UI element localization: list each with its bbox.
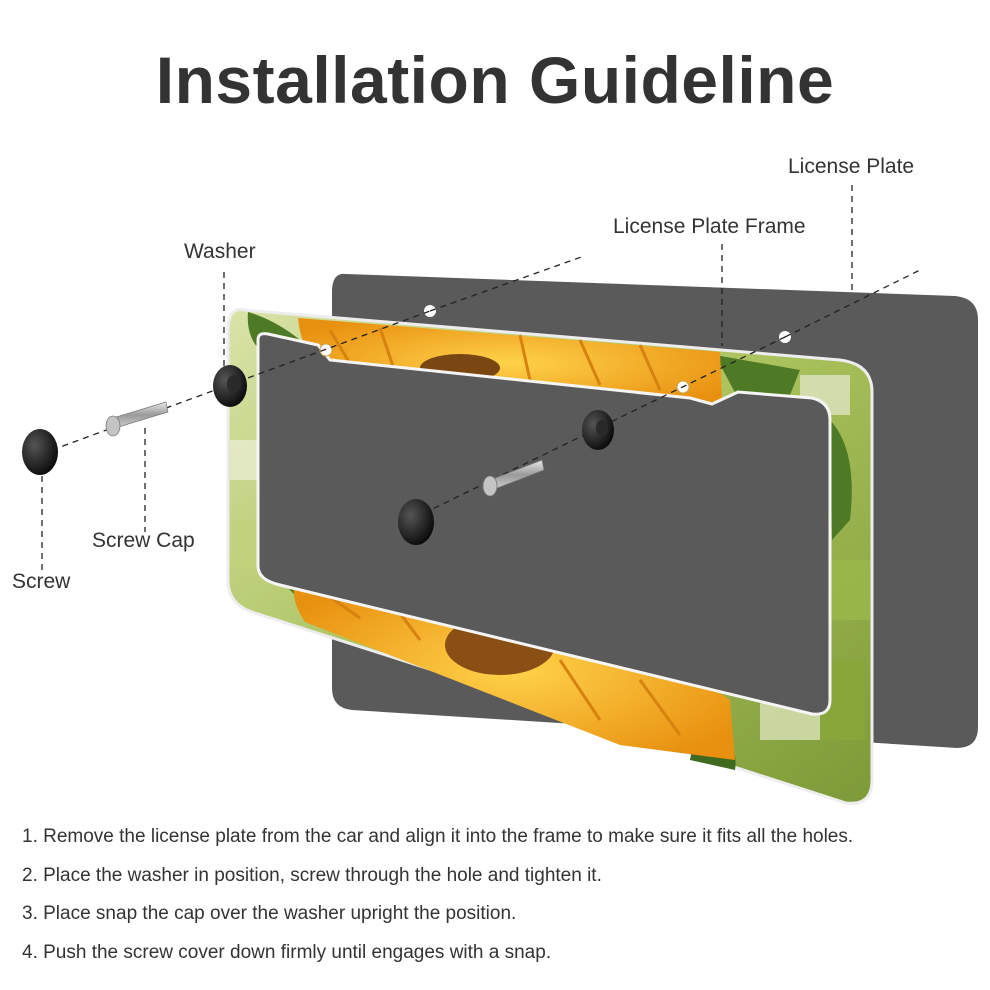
step-1: 1. Remove the license plate from the car… <box>22 826 854 847</box>
page-title: Installation Guideline <box>155 43 835 117</box>
label-washer: Washer <box>184 240 256 263</box>
right-hardware <box>398 410 614 545</box>
license-plate-frame <box>226 307 874 805</box>
screw-left <box>105 401 169 437</box>
label-screw: Screw <box>12 570 71 593</box>
frame-hole-left <box>319 343 333 357</box>
label-screw-cap: Screw Cap <box>92 529 195 552</box>
screw-right <box>482 459 545 497</box>
step-4: 4. Push the screw cover down firmly unti… <box>22 941 552 963</box>
left-hardware <box>22 365 247 475</box>
instruction-steps: 1. Remove the license plate from the car… <box>22 818 982 972</box>
screw-cap-right <box>398 499 434 545</box>
screw-cap-left <box>22 429 58 475</box>
step-2: 2. Place the washer in position, screw t… <box>22 864 602 886</box>
step-3: 3. Place snap the cap over the washer up… <box>22 903 517 924</box>
label-license-plate-frame: License Plate Frame <box>613 215 806 238</box>
label-license-plate: License Plate <box>788 155 915 178</box>
